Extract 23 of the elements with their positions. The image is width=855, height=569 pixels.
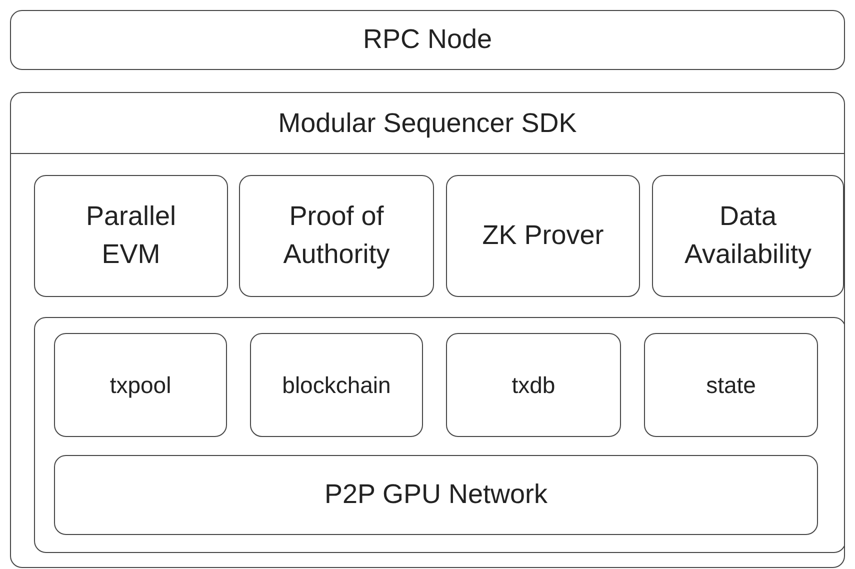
- component-label: Proof of Authority: [282, 200, 391, 271]
- component-label: blockchain: [282, 372, 391, 398]
- component-label: state: [706, 372, 756, 398]
- group-box: [34, 317, 844, 553]
- component-box: [250, 333, 423, 437]
- component-label: ZK Prover: [482, 219, 604, 252]
- panel-title: Modular Sequencer SDK: [11, 93, 844, 154]
- component-box: [446, 175, 640, 297]
- component-label: txdb: [512, 372, 556, 398]
- module-panel: [10, 92, 845, 568]
- component-label: txpool: [110, 372, 172, 398]
- component-box: [239, 175, 434, 297]
- component-label: Data Availability: [683, 200, 813, 271]
- component-box: [446, 333, 621, 437]
- component-box: [34, 175, 228, 297]
- component-box: [10, 10, 845, 70]
- component-box: [54, 333, 227, 437]
- component-box: [644, 333, 818, 437]
- component-label: RPC Node: [362, 23, 494, 56]
- component-label: P2P GPU Network: [323, 478, 549, 512]
- component-box: [652, 175, 844, 297]
- component-label: Parallel EVM: [84, 200, 178, 271]
- component-box: [54, 455, 818, 535]
